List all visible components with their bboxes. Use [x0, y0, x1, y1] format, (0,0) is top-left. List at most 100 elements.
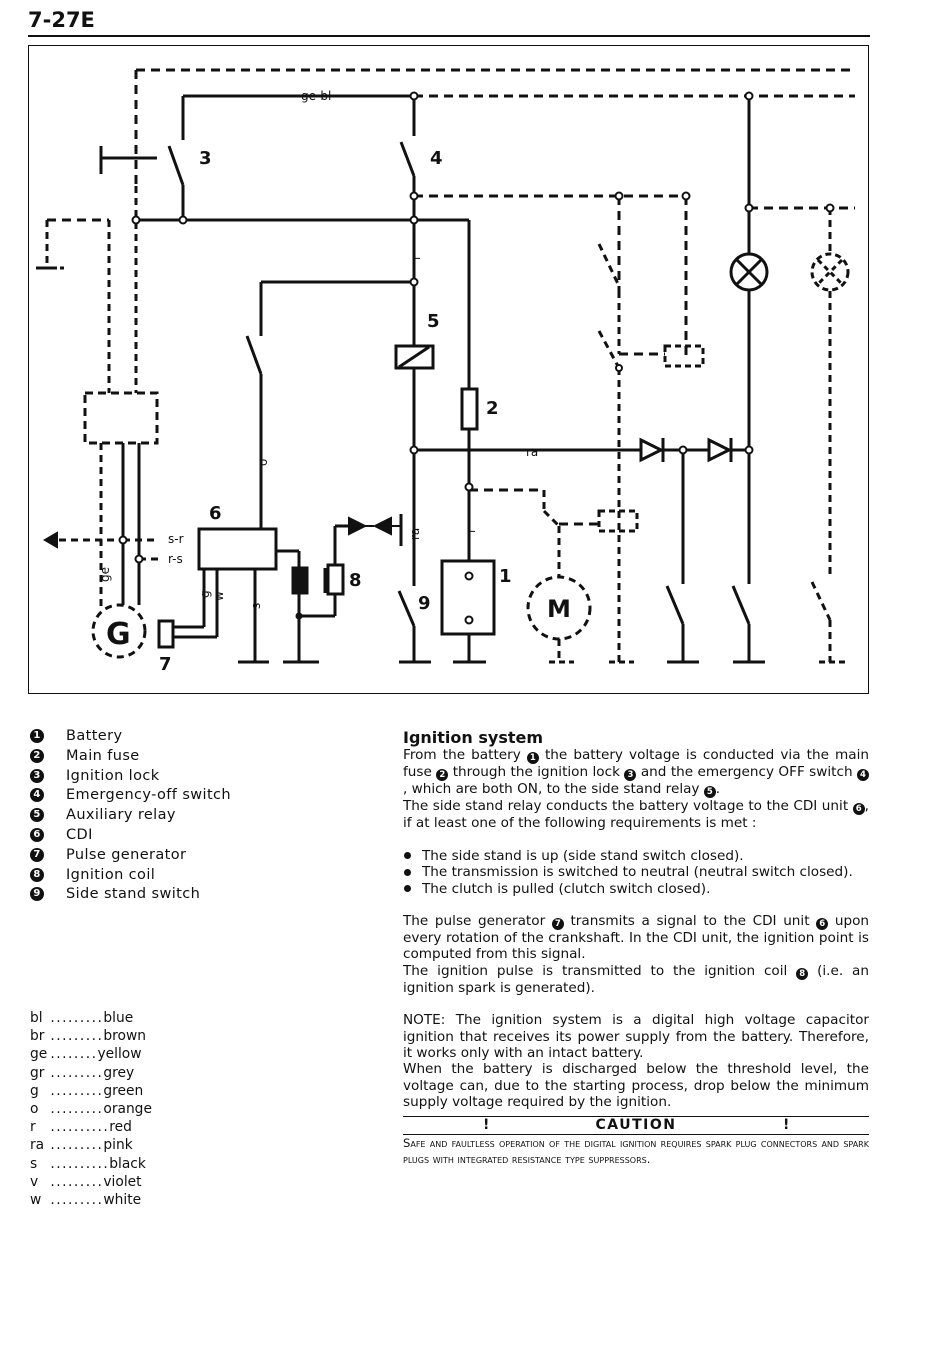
component-number-aux-relay: 5 [427, 311, 440, 332]
component-number-ignition-lock: 3 [199, 148, 212, 169]
color-name: blue [103, 1010, 134, 1026]
color-dots: .......... [50, 1155, 110, 1172]
wire-label-ra-low: ra [408, 528, 422, 540]
color-abbr: g [30, 1082, 39, 1099]
color-dots: .......... [50, 1119, 110, 1136]
color-name: orange [103, 1100, 152, 1117]
wire-label-s-r: s-r [168, 532, 184, 546]
circled-number: 5 [703, 786, 716, 799]
wire-label-ra: ra [526, 445, 538, 459]
wiring-diagram-svg: ge-bl r ra o s-r r-s ge g w s ra r 1 2 3… [36, 68, 855, 675]
wire-label-r-low: r [464, 528, 478, 533]
component-number-ignition-coil: 8 [349, 570, 362, 591]
paragraph-side-stand-relay: The side stand relay conducts the batter… [403, 798, 869, 831]
component-number-side-stand: 9 [418, 593, 431, 614]
text: (i.e. an ignition spark is generated). [403, 962, 869, 996]
circled-number: 7 [551, 918, 564, 931]
text: and the emergency OFF switch [636, 764, 858, 781]
top-rule [28, 35, 870, 37]
legend-number: 1 [30, 729, 44, 743]
component-number-emergency-off: 4 [430, 148, 443, 169]
circled-number: 3 [624, 769, 637, 782]
text: the battery voltage is conducted via the… [403, 747, 869, 781]
legend-number: 8 [30, 867, 44, 882]
legend-label: Emergency-off switch [66, 787, 232, 804]
color-code-item: g .........green [30, 1083, 152, 1101]
text: The side stand relay conducts the batter… [403, 798, 853, 815]
section-title: Ignition system [403, 728, 544, 747]
text: The ignition pulse is transmitted to the… [403, 962, 797, 979]
page-number: 7-27E [28, 8, 95, 32]
color-abbr: gr [30, 1064, 45, 1081]
paragraph-battery-path: From the battery 1 the battery voltage i… [403, 747, 870, 799]
paragraph-discharge: When the battery is discharged below the… [403, 1061, 869, 1111]
color-abbr: s [30, 1155, 38, 1172]
color-abbr: r [30, 1119, 36, 1136]
bullet-item: The clutch is pulled (clutch switch clos… [403, 881, 869, 897]
caution-exclamation: ! [483, 1116, 490, 1133]
color-dots: ......... [50, 1082, 104, 1099]
color-name: brown [103, 1028, 146, 1045]
color-code-item: w .........white [30, 1192, 152, 1210]
motor-symbol: M [547, 595, 571, 623]
spacer [403, 897, 869, 913]
color-name: pink [103, 1137, 133, 1154]
legend-item: 1 Battery [30, 728, 231, 748]
caution-exclamation: ! [783, 1116, 790, 1133]
legend-label: Ignition coil [66, 866, 156, 883]
paragraph-pulse-generator: The pulse generator 7 transmits a signal… [403, 913, 869, 963]
paragraph-note: NOTE: The ignition system is a digital h… [403, 1012, 869, 1062]
requirements-list: The side stand is up (side stand switch … [403, 848, 869, 897]
text: From the battery [403, 747, 527, 764]
component-number-main-fuse: 2 [486, 398, 499, 419]
legend-label: Side stand switch [66, 886, 201, 903]
circled-number: 6 [852, 803, 865, 816]
color-abbr: ra [30, 1137, 45, 1154]
legend-number: 5 [30, 808, 44, 823]
color-dots: ......... [50, 1010, 104, 1026]
component-number-pulse-gen: 7 [159, 654, 172, 675]
wire-label-ge-bl: ge-bl [301, 89, 331, 103]
legend-number: 3 [30, 768, 44, 783]
color-dots: ......... [50, 1028, 104, 1045]
circled-number: 4 [857, 769, 870, 782]
wire-label-g: g [198, 590, 212, 598]
component-number-cdi: 6 [209, 503, 222, 524]
text: through the ignition lock [448, 764, 625, 781]
color-name: red [109, 1119, 132, 1136]
color-abbr: o [30, 1100, 39, 1117]
legend-label: Main fuse [66, 747, 140, 764]
color-name: yellow [97, 1046, 142, 1063]
legend-number: 6 [30, 827, 44, 842]
text: The pulse generator [403, 913, 552, 930]
legend-number: 9 [30, 887, 44, 902]
text: transmits a signal to the CDI unit [563, 913, 817, 930]
color-dots: ........ [50, 1046, 98, 1063]
text: , if at least one of the following requi… [403, 798, 869, 832]
color-name: grey [103, 1064, 135, 1081]
ignition-system-section: Ignition system From the battery 1 the b… [403, 728, 870, 1167]
legend-label: Ignition lock [66, 767, 160, 784]
color-name: green [103, 1082, 144, 1099]
caution-text: Safe and faultless operation of the digi… [403, 1135, 869, 1166]
color-abbr: ge [30, 1046, 48, 1063]
circled-number: 1 [526, 752, 539, 765]
color-code-item: ge ........yellow [30, 1046, 152, 1064]
text: . [715, 781, 721, 798]
color-code-item: br .........brown [30, 1028, 152, 1046]
caution-banner: ! CAUTION ! [403, 1115, 869, 1135]
color-code-list: bl .........blue br .........brown ge ..… [30, 1010, 152, 1210]
text: , which are both ON, to the side stand r… [403, 781, 704, 798]
legend-item: 9 Side stand switch [30, 886, 231, 906]
legend-label: CDI [66, 826, 93, 843]
color-code-item: s ..........black [30, 1156, 152, 1174]
color-code-item: v .........violet [30, 1174, 152, 1192]
paragraph-ignition-pulse: The ignition pulse is transmitted to the… [403, 963, 869, 996]
color-code-item: ra .........pink [30, 1137, 152, 1155]
circled-number: 2 [436, 769, 449, 782]
color-dots: ......... [50, 1064, 104, 1081]
legend-label: Battery [66, 728, 123, 744]
